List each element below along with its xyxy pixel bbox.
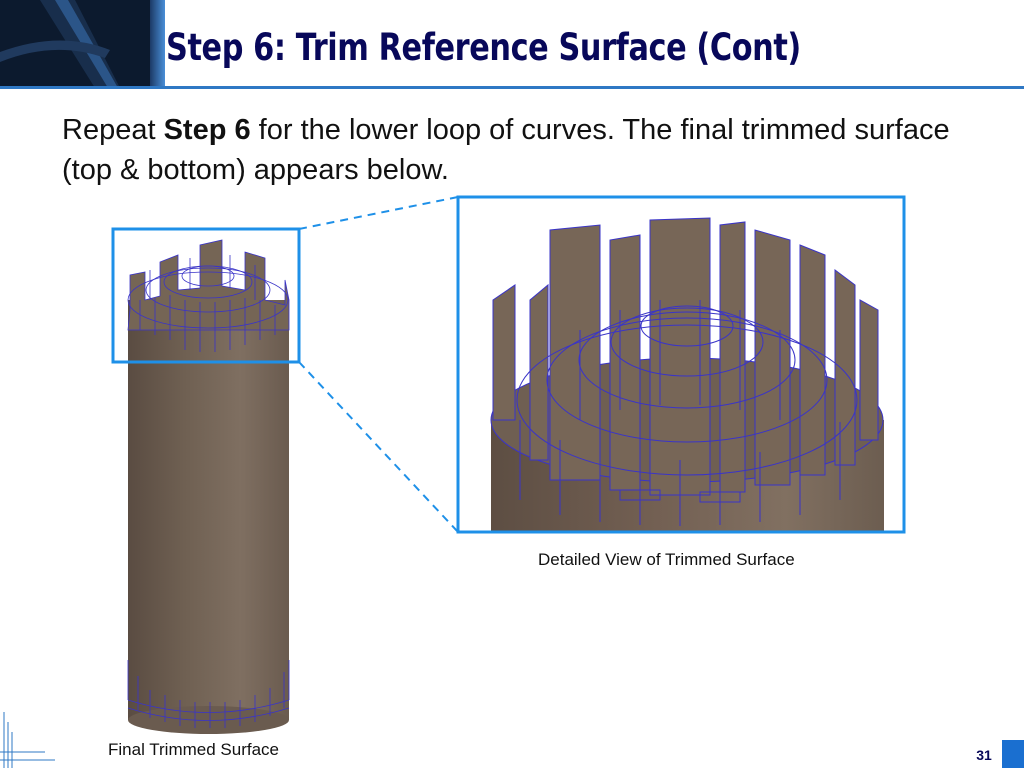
detailed-view-image	[490, 217, 884, 531]
body-text-suffix: for the lower loop of curves. The final …	[62, 114, 950, 186]
header-rule	[0, 86, 1024, 89]
callout-box-small	[111, 227, 301, 364]
corner-lines-decoration-icon	[0, 712, 60, 768]
body-text-prefix: Repeat	[62, 114, 164, 146]
slide-number-bar	[1002, 740, 1024, 768]
final-trimmed-surface-image	[127, 239, 290, 734]
body-text-bold: Step 6	[163, 114, 251, 146]
callout-box-large	[456, 195, 906, 534]
header-bar	[165, 0, 1024, 86]
swoosh-logo-icon	[0, 0, 165, 88]
callout-connector-top	[298, 196, 459, 230]
callout-connector-bottom	[298, 361, 459, 533]
logo-area	[0, 0, 165, 88]
caption-detailed-view: Detailed View of Trimmed Surface	[538, 550, 795, 569]
caption-final-surface: Final Trimmed Surface	[108, 740, 279, 759]
slide-number: 31	[976, 747, 992, 763]
slide-title: Step 6: Trim Reference Surface (Cont)	[166, 26, 801, 69]
body-text: Repeat Step 6 for the lower loop of curv…	[62, 110, 1002, 190]
